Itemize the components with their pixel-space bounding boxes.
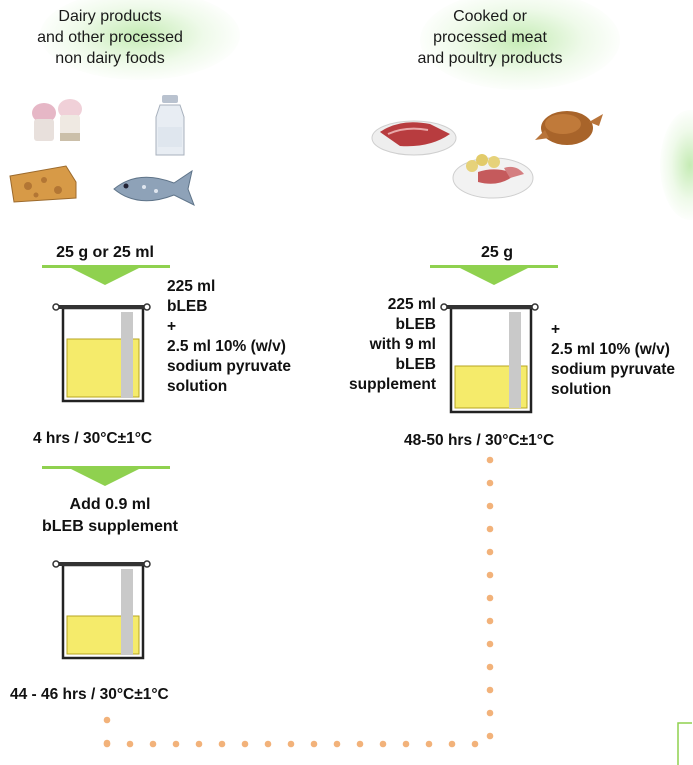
right-arrow-head: [458, 267, 530, 285]
left-title: Dairy products and other processed non d…: [10, 6, 210, 69]
right-medium-left-line-3: with 9 ml: [369, 336, 436, 353]
right-medium-right-line-1: +: [551, 321, 561, 338]
connector-dot: [264, 740, 272, 748]
left-title-line-3: non dairy foods: [55, 50, 165, 67]
connector-dot: [310, 740, 318, 748]
connector-dot: [379, 740, 387, 748]
right-medium-right-line-2: 2.5 ml 10% (w/v): [551, 341, 670, 358]
supplement-text: Add 0.9 ml bLEB supplement: [25, 494, 195, 538]
left-time-2: 44 - 46 hrs / 30°C±1°C: [10, 686, 169, 703]
left-time-1: 4 hrs / 30°C±1°C: [33, 430, 153, 447]
right-title-line-3: and poultry products: [417, 50, 563, 67]
connector-dot: [486, 709, 494, 717]
right-quantity: 25 g: [480, 244, 513, 261]
connector-dot: [448, 740, 456, 748]
left-arrow-2-bar: [42, 466, 170, 469]
left-medium-line-6: solution: [167, 378, 228, 395]
connector-dot: [486, 617, 494, 625]
left-medium-text: 225 ml bLEB + 2.5 ml 10% (w/v) sodium py…: [167, 277, 291, 397]
right-medium-left-line-1: 225 ml: [387, 296, 436, 313]
left-arrow-2-head: [69, 468, 141, 486]
raw-meat-icon: [371, 120, 457, 156]
right-medium-right-line-3: sodium pyruvate: [551, 361, 676, 378]
connector-dot: [425, 740, 433, 748]
right-medium-left-line-2: bLEB: [395, 316, 436, 333]
right-medium-left-line-5: supplement: [349, 376, 436, 393]
connector-dot: [103, 716, 111, 724]
left-arrow-bar: [42, 265, 170, 268]
connector-dot: [486, 686, 494, 694]
connector-dot: [287, 740, 295, 748]
connector-dot: [218, 740, 226, 748]
left-medium-line-5: sodium pyruvate: [167, 358, 292, 375]
fish-icon: [113, 169, 195, 207]
connector-dot: [471, 740, 479, 748]
right-title-line-2: processed meat: [433, 29, 547, 46]
connector-dot: [486, 571, 494, 579]
connector-dot: [195, 740, 203, 748]
flask-icon: [52, 560, 151, 660]
connector-dot: [486, 640, 494, 648]
right-title-glow: [420, 0, 620, 90]
connector-dot: [356, 740, 364, 748]
right-time: 48-50 hrs / 30°C±1°C: [404, 432, 555, 449]
flask-icon: [440, 303, 539, 414]
right-title: Cooked or processed meat and poultry pro…: [390, 6, 590, 69]
connector-dot: [486, 502, 494, 510]
left-medium-line-4: 2.5 ml 10% (w/v): [167, 338, 286, 355]
left-arrow-head: [69, 267, 141, 285]
connector-dot: [149, 740, 157, 748]
roast-chicken-icon: [535, 111, 603, 145]
right-medium-left-text: 225 ml bLEB with 9 ml bLEB supplement: [330, 295, 436, 395]
supplement-line-2: bLEB supplement: [41, 518, 178, 535]
supplement-line-1: Add 0.9 ml: [69, 496, 151, 513]
connector-dot: [486, 525, 494, 533]
left-title-glow: [40, 0, 240, 80]
connector-dot: [333, 740, 341, 748]
right-title-line-1: Cooked or: [453, 8, 527, 25]
connector-dot: [486, 456, 494, 464]
left-medium-line-3: +: [167, 318, 177, 335]
connector-dot: [241, 740, 249, 748]
left-medium-line-2: bLEB: [167, 298, 208, 315]
connector-dot: [103, 739, 111, 747]
connector-dot: [486, 548, 494, 556]
connector-dot: [172, 740, 180, 748]
corner-bracket: [677, 722, 692, 765]
milk-bottle-icon: [155, 95, 185, 156]
right-arrow-bar: [430, 265, 558, 268]
connector-dot: [126, 740, 134, 748]
right-medium-right-line-4: solution: [551, 381, 612, 398]
connector-dot: [486, 732, 494, 740]
right-medium-right-text: + 2.5 ml 10% (w/v) sodium pyruvate solut…: [551, 320, 675, 400]
flask-icon: [52, 303, 151, 403]
left-title-line-2: and other processed: [37, 29, 183, 46]
left-medium-line-1: 225 ml: [167, 278, 216, 295]
connector-dot: [486, 479, 494, 487]
left-title-line-1: Dairy products: [58, 8, 162, 25]
ice-cream-icon: [32, 99, 82, 141]
connector-dot: [486, 594, 494, 602]
cheese-icon: [9, 165, 77, 203]
meat-plate-icon: [452, 154, 534, 199]
left-quantity: 25 g or 25 ml: [56, 244, 154, 261]
right-medium-left-line-4: bLEB: [395, 356, 436, 373]
connector-dot: [486, 663, 494, 671]
connector-dot: [402, 740, 410, 748]
